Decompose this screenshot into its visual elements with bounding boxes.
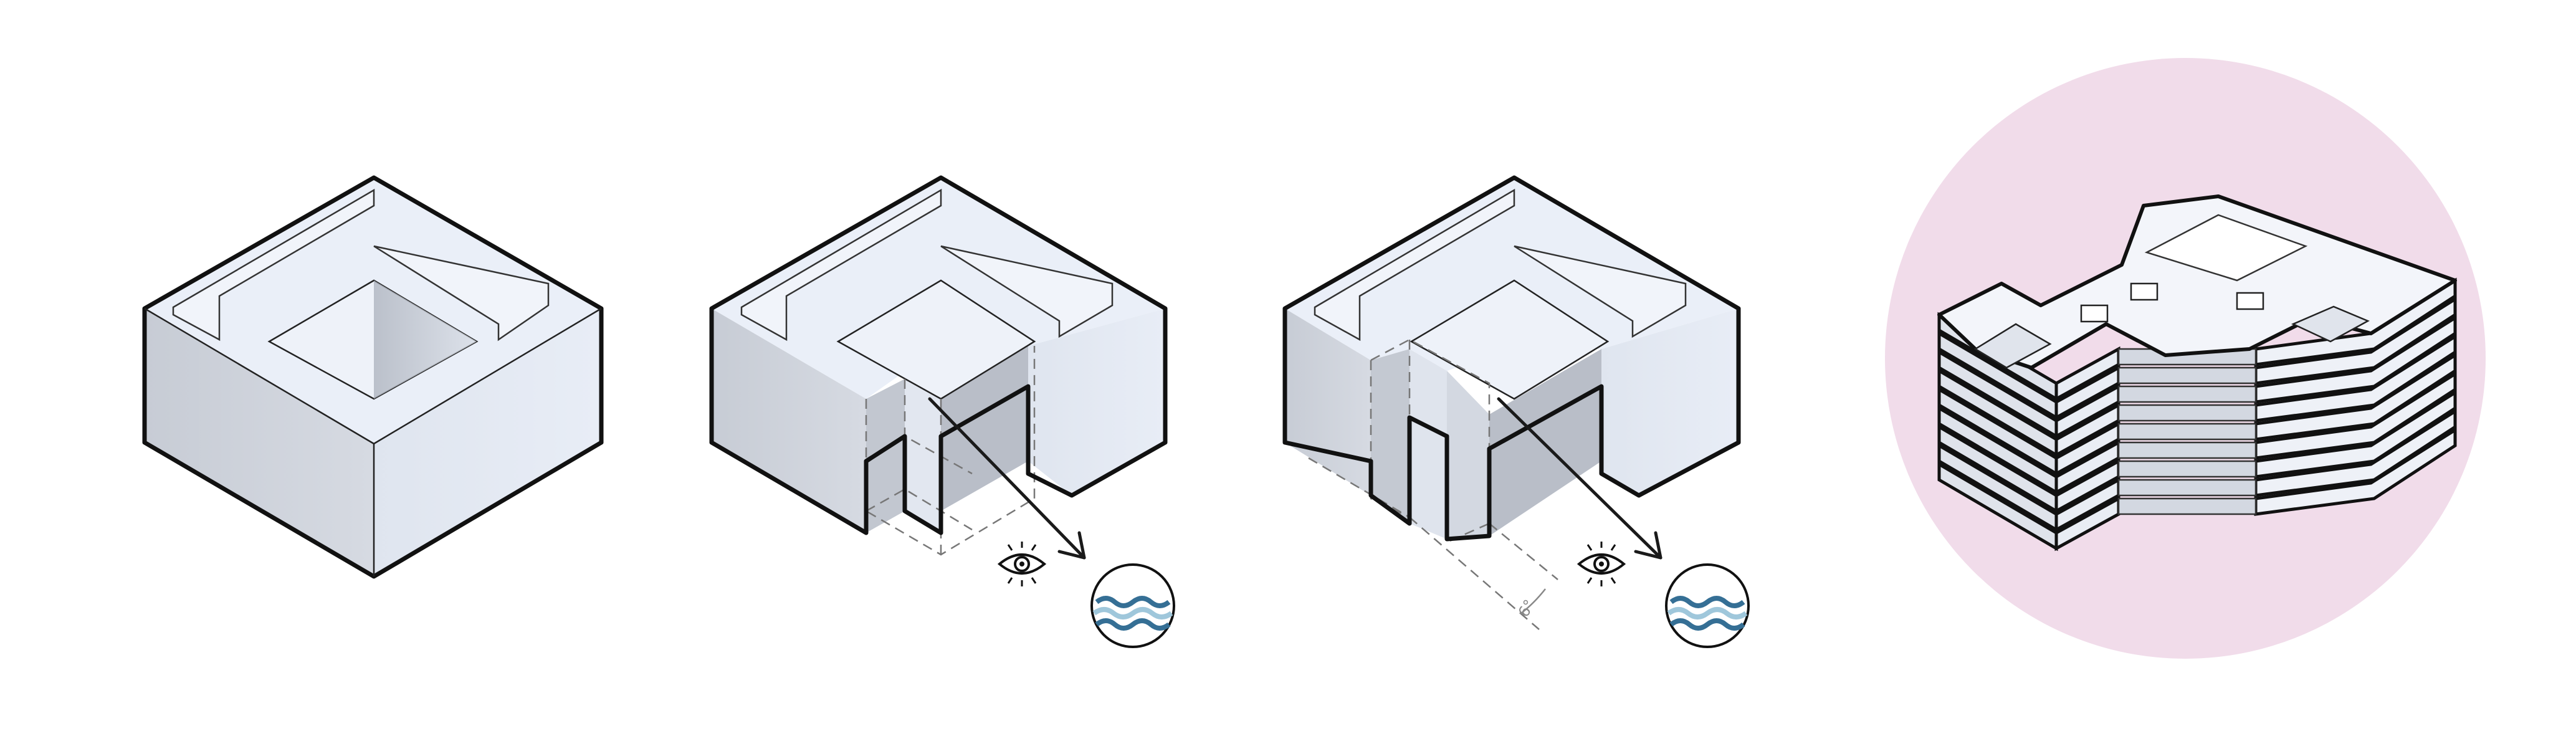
- floor-balcony: [2117, 404, 2257, 422]
- block-3-cut-face: [1447, 371, 1489, 539]
- water-view-icon: [1665, 563, 1750, 648]
- eye-icon: [997, 542, 1047, 586]
- block-1-courtyard-shadow: [374, 280, 477, 399]
- step-3-rotated-block: 6°: [1282, 175, 1750, 648]
- block-2-roof-strip-left: [740, 188, 942, 342]
- block-3-courtyard: [1410, 279, 1610, 400]
- step-2-opened-block: [709, 175, 1175, 648]
- block-3-right-face: [1601, 308, 1739, 495]
- block-1-roof-strip-right: [373, 245, 550, 342]
- floor-balcony: [2117, 497, 2257, 515]
- roof-dormer-2: [2130, 282, 2159, 301]
- floor-balcony: [2117, 460, 2257, 478]
- block-2-courtyard: [836, 279, 1036, 400]
- eye-icon: [1577, 542, 1626, 586]
- floor-balcony: [2117, 441, 2257, 459]
- block-3-roof-strip-left: [1314, 188, 1515, 342]
- block-3-inner-right-wall: [1489, 349, 1601, 536]
- block-2-inner-right-wall: [941, 346, 1028, 511]
- block-1-left-face: [145, 308, 374, 576]
- block-3-rotated-wing-face: [1371, 349, 1410, 523]
- water-view-icon: [1090, 563, 1175, 648]
- block-2-right-face: [1028, 308, 1165, 495]
- block-3-top-face: [1285, 178, 1739, 371]
- block-3-rotated-wing-face-2: [1410, 349, 1447, 539]
- block-2-left-face: [712, 308, 866, 533]
- building-floors: [1937, 277, 2457, 552]
- floor-balcony: [2117, 385, 2257, 403]
- step-4-final-building: [1885, 58, 2486, 659]
- roof-terrace: [2144, 214, 2308, 282]
- floor-balcony: [2117, 423, 2257, 441]
- step-1-courtyard-block: [142, 175, 604, 579]
- roof-pyramid-right: [2291, 305, 2370, 343]
- floor-balcony: [2117, 366, 2257, 385]
- view-arrow-2: [928, 397, 1086, 560]
- floor-balcony: [2117, 479, 2257, 497]
- roof-pyramid-left: [1973, 323, 2052, 369]
- block-1-right-face: [374, 308, 601, 576]
- block-1-roof-strip-left: [172, 188, 375, 342]
- roof-dormer-3: [2236, 292, 2264, 310]
- block-3-roof-strip-right: [1514, 245, 1687, 338]
- view-arrow-3: [1497, 397, 1662, 560]
- block-2-cut-face-2: [905, 379, 941, 533]
- roof-dormer-1: [2080, 304, 2109, 323]
- block-2-roof-strip-right: [940, 245, 1114, 338]
- building-roof: [1937, 194, 2457, 370]
